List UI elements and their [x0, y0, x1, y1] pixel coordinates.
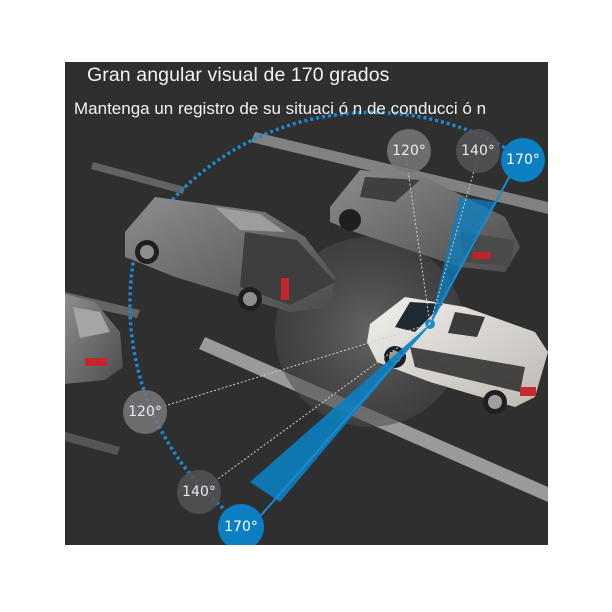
field-of-view-beams	[144, 149, 521, 523]
headline-title: Gran angular visual de 170 grados	[87, 64, 390, 86]
angle-badge-rear-170: 170°	[218, 504, 264, 545]
angle-badge-front-120: 120°	[387, 129, 431, 173]
product-image-panel: Gran angular visual de 170 grados Manten…	[65, 62, 548, 545]
sedan-left-edge	[65, 294, 123, 384]
angle-badge-front-140: 140°	[456, 129, 500, 173]
headline-subtitle: Mantenga un registro de su situaci ó n d…	[74, 99, 487, 118]
angle-badge-rear-140: 140°	[177, 470, 221, 514]
pickup-truck	[125, 197, 335, 312]
road-scene	[65, 110, 548, 534]
camera-car-white	[367, 297, 548, 414]
angle-badge-rear-120: 120°	[123, 390, 167, 434]
angle-badge-front-170: 170°	[501, 138, 545, 182]
